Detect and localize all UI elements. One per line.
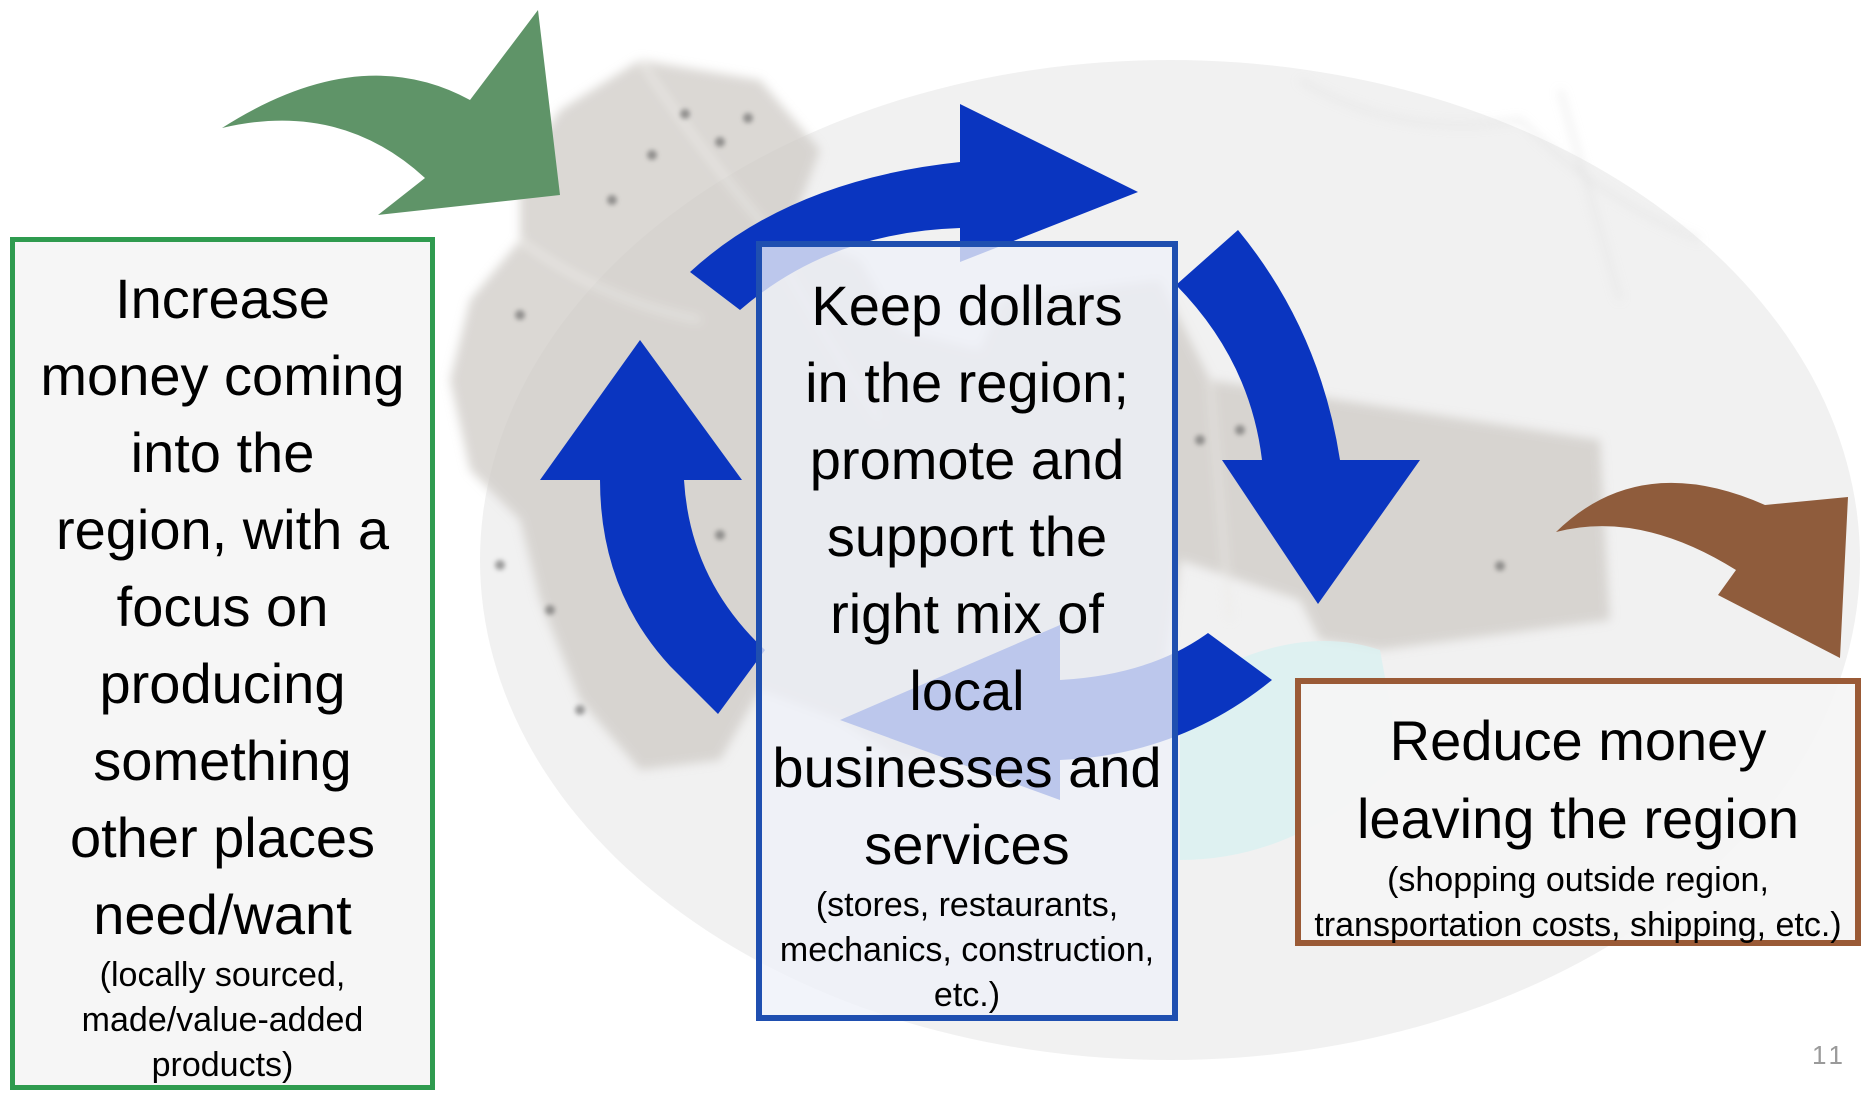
- inflow-box: Increase money coming into the region, w…: [10, 237, 435, 1090]
- keep-dollars-box: Keep dollars in the region; promote and …: [756, 241, 1178, 1021]
- outflow-box: Reduce money leaving the region (shoppin…: [1295, 678, 1861, 946]
- outflow-detail: (shopping outside region, transportation…: [1314, 861, 1842, 944]
- cycle-arrow-right: [1176, 230, 1420, 604]
- inflow-arrow: [222, 10, 560, 215]
- outflow-title: Reduce money leaving the region: [1356, 709, 1800, 850]
- inflow-title: Increase money coming into the region, w…: [40, 267, 405, 946]
- outflow-arrow: [1556, 482, 1848, 658]
- keep-dollars-title: Keep dollars in the region; promote and …: [772, 274, 1162, 876]
- page-number: 11: [1812, 1040, 1847, 1070]
- inflow-detail: (locally sourced, made/value-added produ…: [81, 956, 364, 1084]
- cycle-arrow-left: [540, 340, 765, 714]
- keep-dollars-detail: (stores, restaurants, mechanics, constru…: [779, 886, 1155, 1014]
